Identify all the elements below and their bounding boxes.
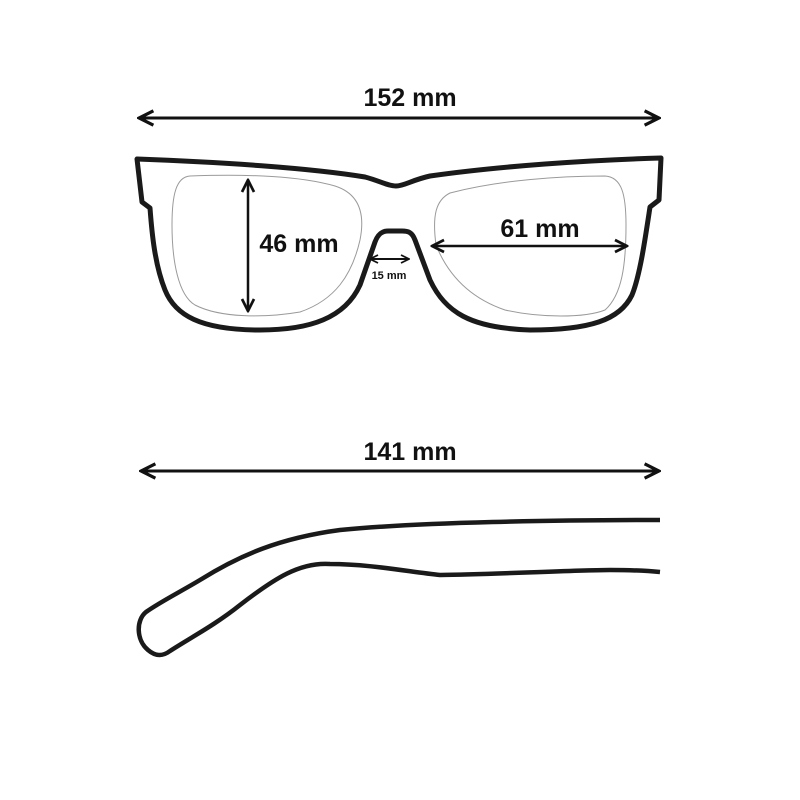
lens-width-label: 61 mm: [500, 215, 579, 243]
right-lens-outline: [434, 175, 627, 317]
bridge-width-label: 15 mm: [372, 270, 407, 282]
left-lens-outline: [171, 174, 363, 317]
temple-outline: [136, 517, 661, 658]
lens-height-label: 46 mm: [259, 230, 338, 258]
temple-length-label: 141 mm: [363, 438, 456, 466]
total-width-label: 152 mm: [363, 84, 456, 112]
frame-outline: [134, 155, 664, 333]
